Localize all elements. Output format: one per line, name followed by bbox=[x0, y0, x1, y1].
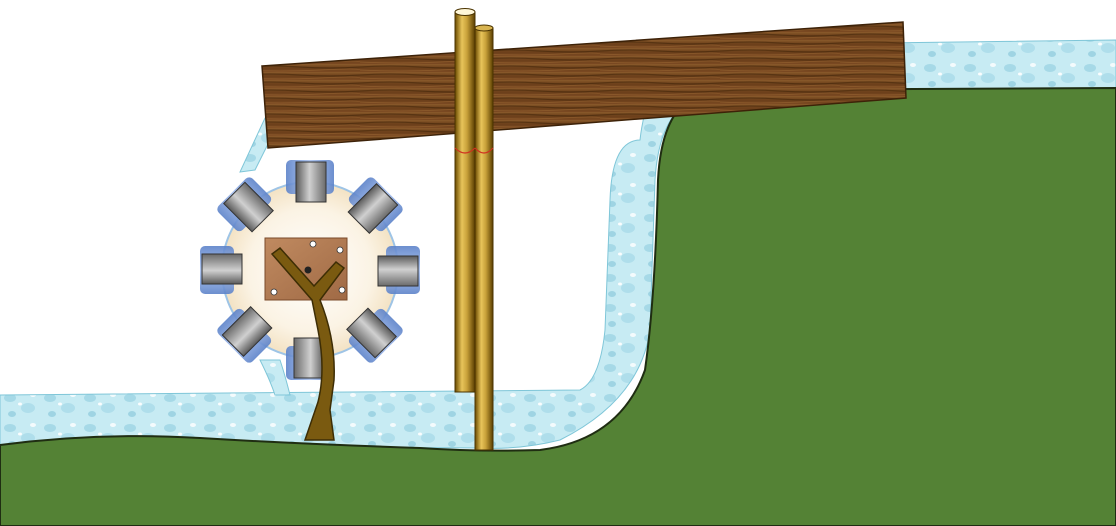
water-wheel-icon bbox=[200, 160, 420, 380]
wooden-post-icon bbox=[455, 9, 493, 451]
water-splash bbox=[260, 360, 290, 395]
ground bbox=[0, 88, 1116, 526]
